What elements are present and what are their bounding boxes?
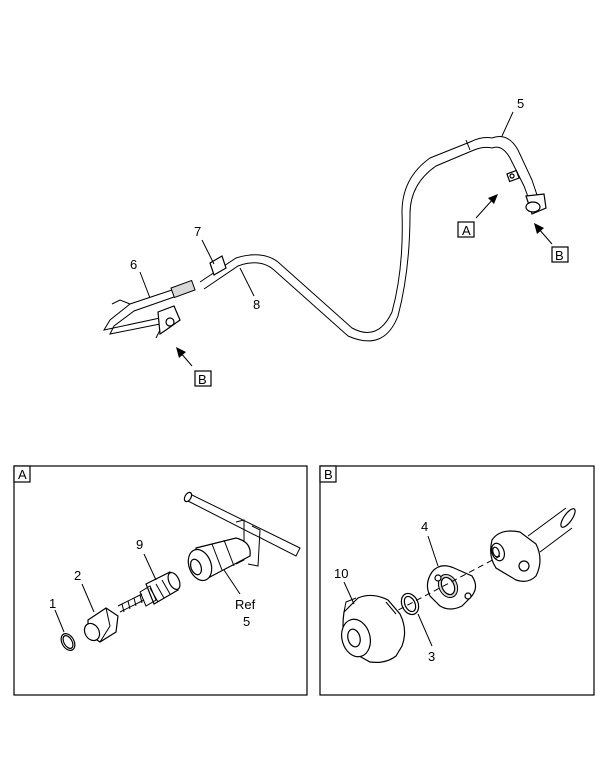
callout-1: 1: [49, 596, 56, 611]
view-tag-b-right: B: [555, 248, 564, 263]
callout-ref-5: 5: [243, 614, 250, 629]
view-arrow-b-right: [534, 223, 553, 245]
callout-ref: Ref: [235, 597, 256, 612]
view-arrow-b-left: [176, 347, 193, 367]
view-tag-b-left: B: [198, 372, 207, 387]
view-tag-a: A: [462, 223, 471, 238]
view-tag-b-right-box: [551, 246, 569, 263]
callout-2: 2: [74, 568, 81, 583]
callout-6: 6: [130, 257, 137, 272]
detail-a-parts: [60, 491, 301, 651]
leader-lines-main: [139, 111, 514, 299]
detail-b-tag: B: [324, 467, 333, 482]
callout-8: 8: [253, 297, 260, 312]
callout-3: 3: [428, 649, 435, 664]
view-tag-a-box: [457, 221, 475, 238]
leader-lines-a: [54, 553, 241, 633]
detail-a-frame: [13, 465, 308, 696]
detail-b-tag-box: [319, 465, 337, 483]
callout-7: 7: [194, 224, 201, 239]
leader-lines-b: [343, 535, 439, 647]
callout-9: 9: [136, 537, 143, 552]
tube-assembly: [102, 136, 547, 342]
callout-4: 4: [421, 519, 428, 534]
callout-10: 10: [334, 566, 348, 581]
callout-5: 5: [517, 96, 524, 111]
detail-a-tag-box: [13, 465, 31, 483]
detail-b-parts: [341, 507, 576, 663]
detail-b-frame: [319, 465, 595, 696]
detail-a-tag: A: [18, 467, 27, 482]
view-tag-b-left-box: [194, 370, 212, 387]
view-arrow-a: [475, 194, 498, 219]
